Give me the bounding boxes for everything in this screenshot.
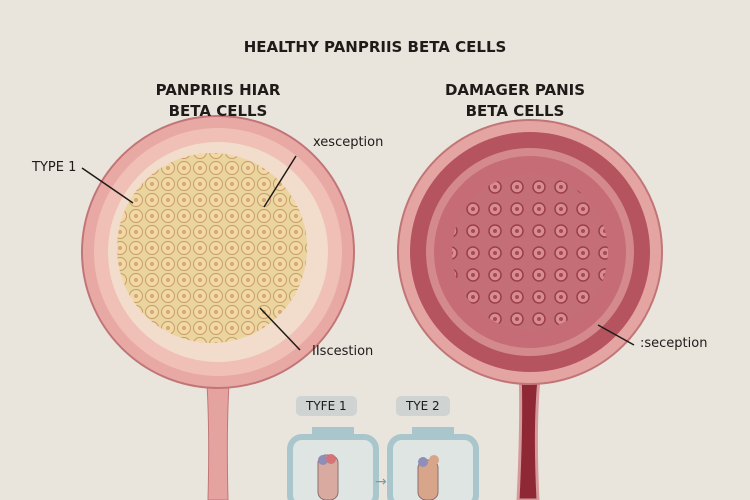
left-heading-line2: BETA CELLS bbox=[168, 102, 268, 120]
right-heading: DAMAGER PANIS BETA CELLS bbox=[440, 80, 590, 122]
healthy-pancreas bbox=[81, 115, 355, 500]
pointer-line bbox=[81, 167, 134, 204]
jar-type1 bbox=[287, 427, 379, 500]
jar-type2-label: TYE 2 bbox=[396, 396, 450, 416]
arrow-icon: → bbox=[375, 474, 387, 490]
label-exception-right: :seception bbox=[640, 336, 708, 351]
label-exception-top: xesception bbox=[313, 135, 384, 150]
label-type1: TYPE 1 bbox=[32, 160, 77, 175]
pointer-line bbox=[259, 307, 301, 351]
pointer-line bbox=[597, 324, 635, 346]
damaged-pancreas bbox=[397, 119, 663, 500]
jar-type1-label: TYFE 1 bbox=[296, 396, 357, 416]
right-heading-line1: DAMAGER PANIS bbox=[444, 81, 586, 99]
left-heading-line1: PANPRIIS HIAR bbox=[155, 81, 281, 99]
left-heading: PANPRIIS HIAR BETA CELLS bbox=[150, 80, 286, 122]
page-title: HEALTHY PANPRIIS BETA CELLS bbox=[243, 38, 507, 56]
jar-type2 bbox=[387, 427, 479, 500]
label-exception-bottom: IIscestion bbox=[312, 344, 374, 359]
pointer-line bbox=[263, 155, 297, 208]
right-heading-line2: BETA CELLS bbox=[465, 102, 565, 120]
